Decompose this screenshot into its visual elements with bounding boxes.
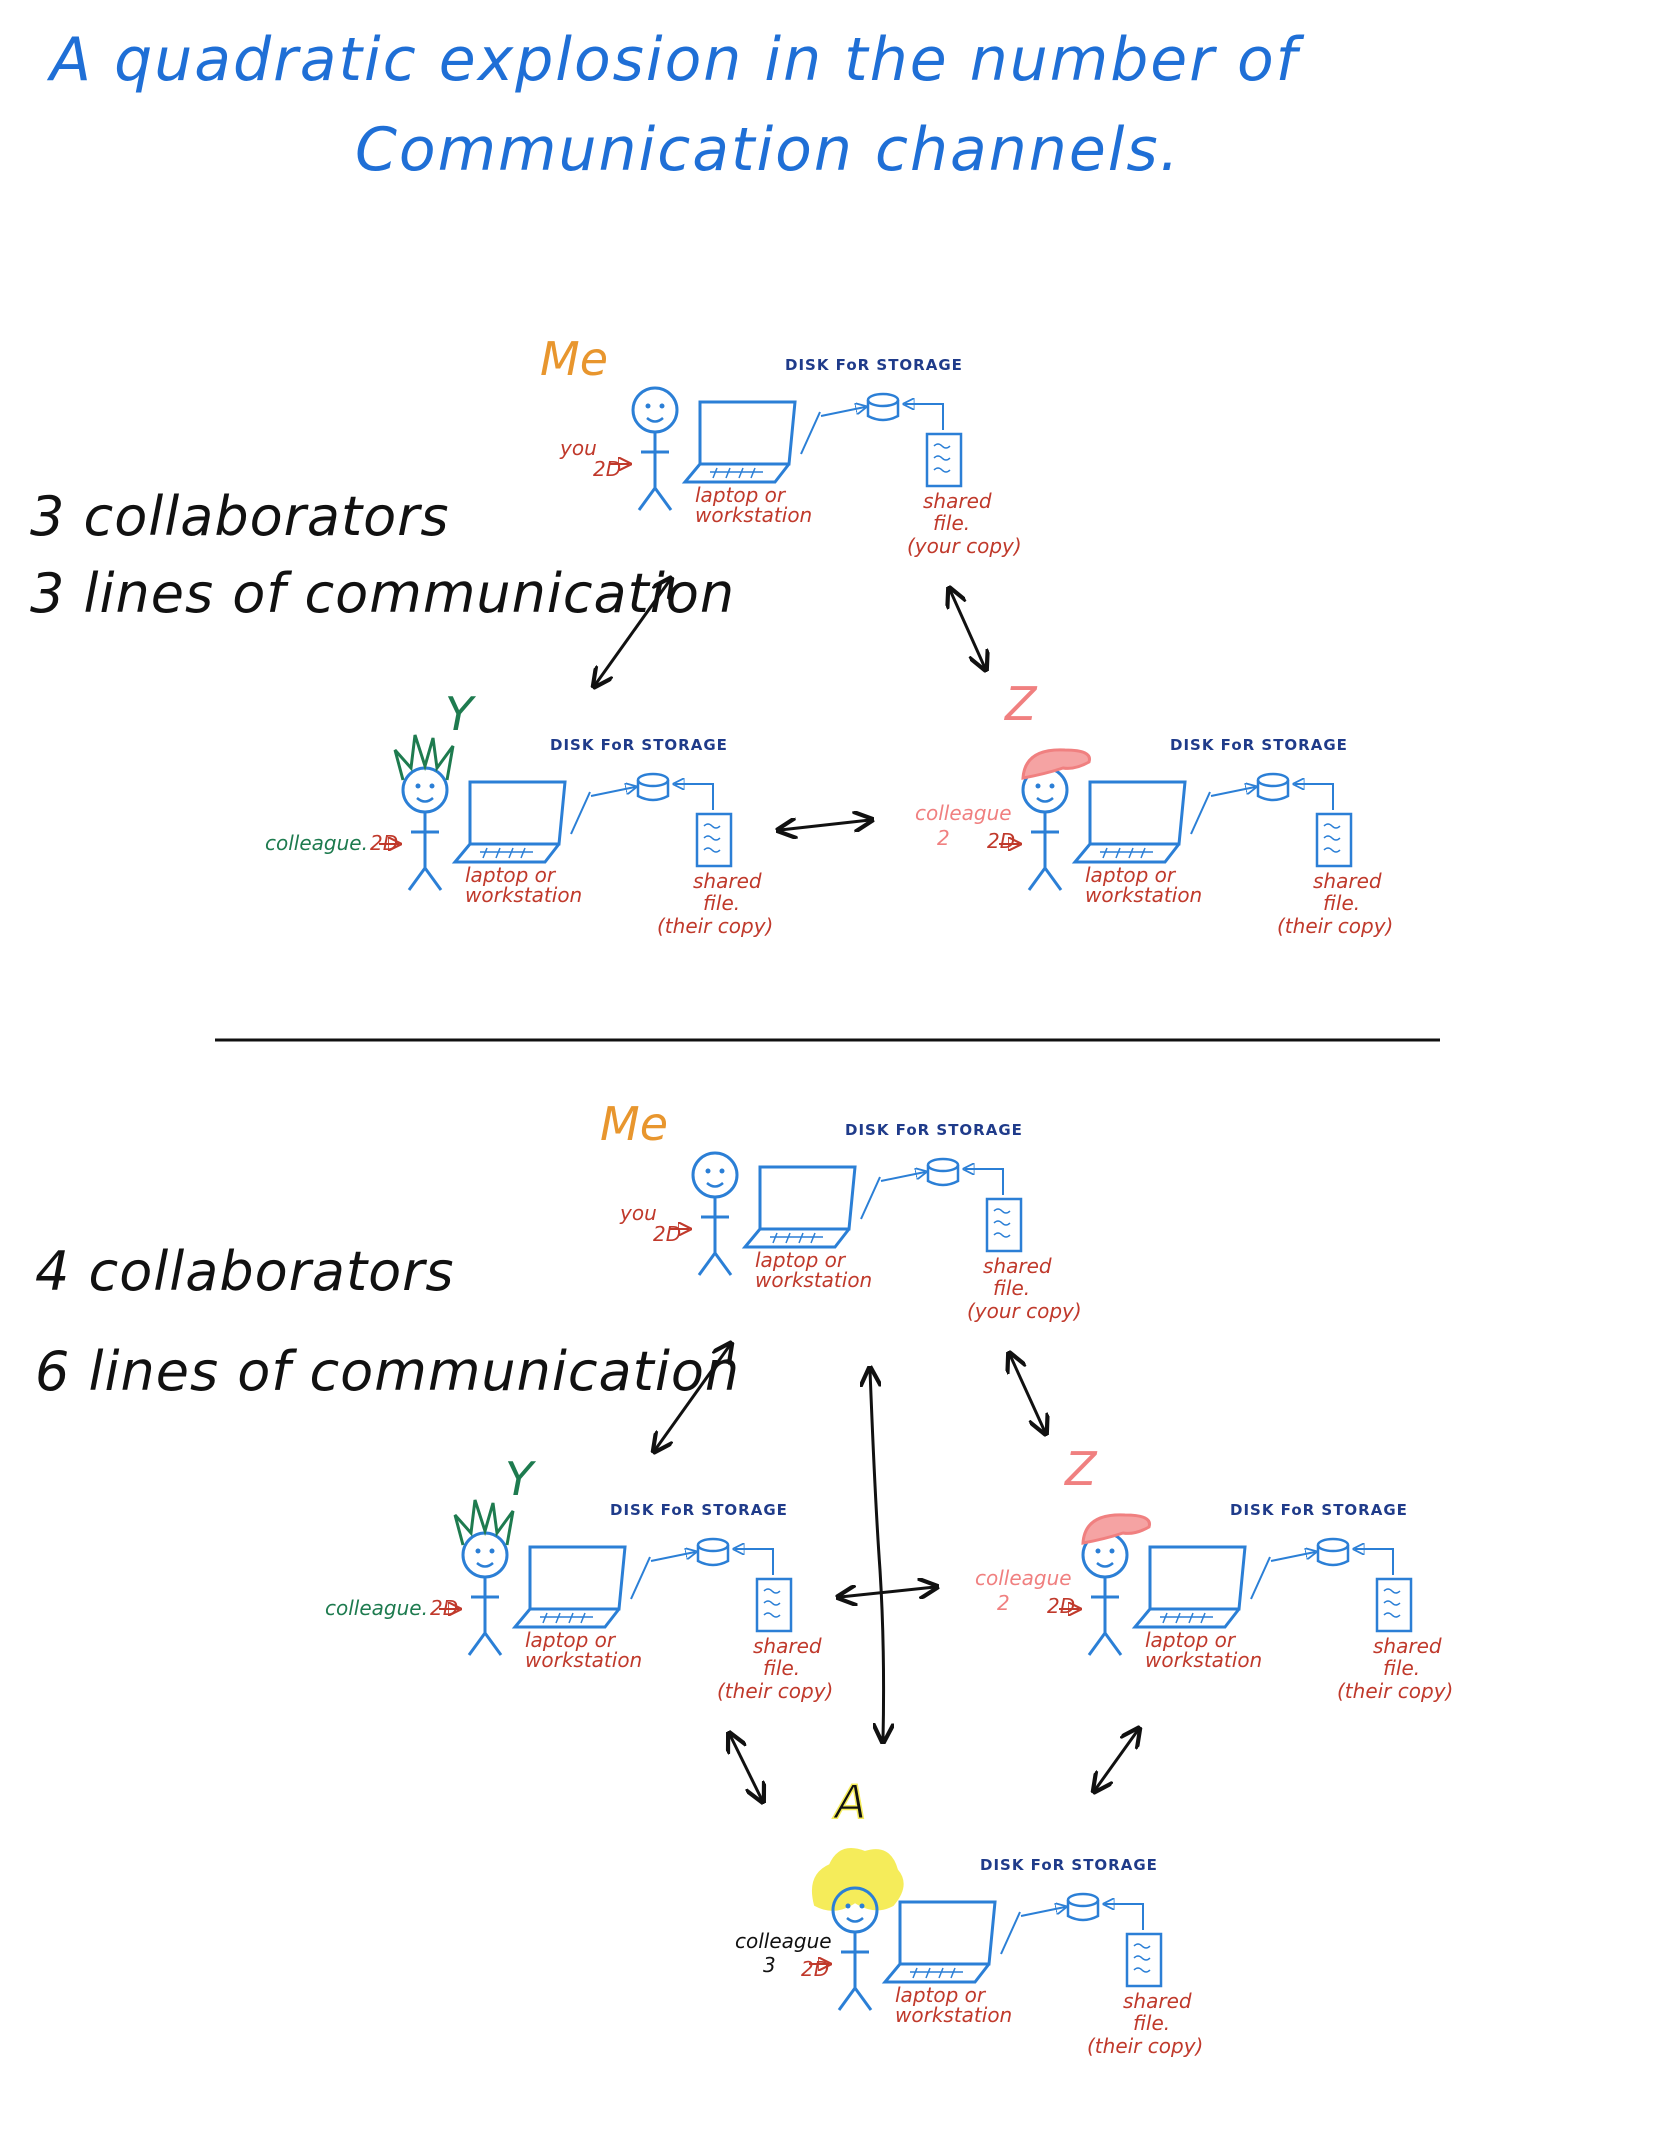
z-hat [1081, 1513, 1151, 1545]
me-laptop-label-2: workstation [755, 1268, 872, 1292]
z-hat [1021, 748, 1091, 780]
z-laptop-label-1: laptop or [1085, 863, 1177, 887]
y-copy-label: (their copy) [657, 914, 773, 938]
z-name-label: Z [1003, 677, 1038, 731]
me-unit-top: Me you 2D DISK FoR STORAGE laptop or wor… [540, 332, 1022, 558]
y-name-label: Y [505, 1452, 537, 1506]
z-laptop-label-2: workstation [1085, 883, 1202, 907]
z-unit-bottom: Z colleague 2 2D DISK FoR STORAGE laptop… [975, 1442, 1453, 1703]
arrow-z-a-bottom [1095, 1730, 1138, 1790]
z-copy-label: (their copy) [1277, 914, 1393, 938]
y-arrow-label: 2D [430, 1596, 458, 1620]
y-disk-label: DISK FoR STORAGE [610, 1501, 788, 1519]
y-unit-bottom: Y colleague. 2D DISK FoR STORAGE laptop … [325, 1452, 833, 1703]
me-disk-label: DISK FoR STORAGE [785, 356, 963, 374]
z-shared-label: shared [1373, 1634, 1442, 1658]
y-role-label: colleague. [325, 1596, 428, 1620]
me-copy-label: (your copy) [967, 1299, 1082, 1323]
z-laptop-label-1: laptop or [1145, 1628, 1237, 1652]
z-arrow-label: 2D [987, 829, 1015, 853]
a-shared-label: shared [1123, 1989, 1192, 2013]
top-collaborators-count: 3 collaborators [30, 485, 450, 548]
z-unit-top: Z colleague 2 2D DISK FoR STORAGE laptop… [915, 677, 1393, 938]
me-laptop-label-2: workstation [695, 503, 812, 527]
y-copy-label: (their copy) [717, 1679, 833, 1703]
me-unit-bottom: Me you 2D DISK FoR STORAGE laptop or wor… [600, 1097, 1082, 1323]
me-file-label: file. [993, 1276, 1030, 1300]
bottom-collaborators-count: 4 collaborators [35, 1240, 455, 1303]
arrow-me-a-bottom [870, 1370, 884, 1740]
me-laptop-label-1: laptop or [755, 1248, 847, 1272]
z-role-label-1: colleague [975, 1566, 1072, 1590]
a-role-label-2: 3 [763, 1953, 776, 1977]
bottom-lines-count: 6 lines of communication [35, 1340, 740, 1403]
y-shared-label: shared [753, 1634, 822, 1658]
arrow-me-y-bottom [655, 1345, 730, 1450]
a-name-label: A [832, 1775, 866, 1829]
a-curly-hair [811, 1848, 904, 1911]
arrow-me-z-top [950, 590, 985, 668]
me-shared-label: shared [923, 489, 992, 513]
a-unit-bottom: A colleague 3 2D DISK FoR STORAGE laptop… [735, 1774, 1203, 2058]
y-file-label: file. [763, 1656, 800, 1680]
z-role-label-1: colleague [915, 801, 1012, 825]
a-arrow-label: 2D [801, 1957, 829, 1981]
y-laptop-label-2: workstation [525, 1648, 642, 1672]
me-role-label: you [619, 1201, 657, 1225]
top-lines-count: 3 lines of communication [30, 562, 735, 625]
z-role-label-2: 2 [937, 826, 950, 850]
a-laptop-label-2: workstation [895, 2003, 1012, 2027]
y-file-label: file. [703, 891, 740, 915]
y-laptop-label-1: laptop or [525, 1628, 617, 1652]
z-disk-label: DISK FoR STORAGE [1170, 736, 1348, 754]
me-name-label: Me [600, 1097, 668, 1151]
y-name-label: Y [445, 687, 477, 741]
y-disk-label: DISK FoR STORAGE [550, 736, 728, 754]
arrow-y-z-bottom [840, 1587, 935, 1597]
me-file-label: file. [933, 511, 970, 535]
y-laptop-label-1: laptop or [465, 863, 557, 887]
me-name-label: Me [540, 332, 608, 386]
me-shared-label: shared [983, 1254, 1052, 1278]
me-arrow-label: 2D [653, 1222, 681, 1246]
z-shared-label: shared [1313, 869, 1382, 893]
a-file-label: file. [1133, 2011, 1170, 2035]
z-file-label: file. [1383, 1656, 1420, 1680]
z-role-label-2: 2 [997, 1591, 1010, 1615]
arrow-y-a-bottom [730, 1735, 762, 1800]
z-arrow-label: 2D [1047, 1594, 1075, 1618]
y-arrow-label: 2D [370, 831, 398, 855]
y-unit-top: Y colleague. 2D DISK FoR STORAGE laptop … [265, 687, 773, 938]
arrow-y-z-top [780, 820, 870, 830]
z-disk-label: DISK FoR STORAGE [1230, 1501, 1408, 1519]
z-copy-label: (their copy) [1337, 1679, 1453, 1703]
me-laptop-label-1: laptop or [695, 483, 787, 507]
y-shared-label: shared [693, 869, 762, 893]
a-disk-label: DISK FoR STORAGE [980, 1856, 1158, 1874]
me-disk-label: DISK FoR STORAGE [845, 1121, 1023, 1139]
me-arrow-label: 2D [593, 457, 621, 481]
a-role-label-1: colleague [735, 1929, 832, 1953]
z-laptop-label-2: workstation [1145, 1648, 1262, 1672]
z-name-label: Z [1063, 1442, 1098, 1496]
y-laptop-label-2: workstation [465, 883, 582, 907]
a-laptop-label-1: laptop or [895, 1983, 987, 2007]
arrow-me-y-top [595, 580, 670, 685]
me-copy-label: (your copy) [907, 534, 1022, 558]
me-role-label: you [559, 436, 597, 460]
y-spiky-hair [393, 734, 455, 781]
y-spiky-hair [453, 1499, 515, 1546]
y-role-label: colleague. [265, 831, 368, 855]
title-line-1: A quadratic explosion in the number of [46, 25, 1305, 95]
z-file-label: file. [1323, 891, 1360, 915]
a-copy-label: (their copy) [1087, 2034, 1203, 2058]
title-line-2: Communication channels. [355, 115, 1181, 185]
arrow-me-z-bottom [1010, 1355, 1045, 1432]
